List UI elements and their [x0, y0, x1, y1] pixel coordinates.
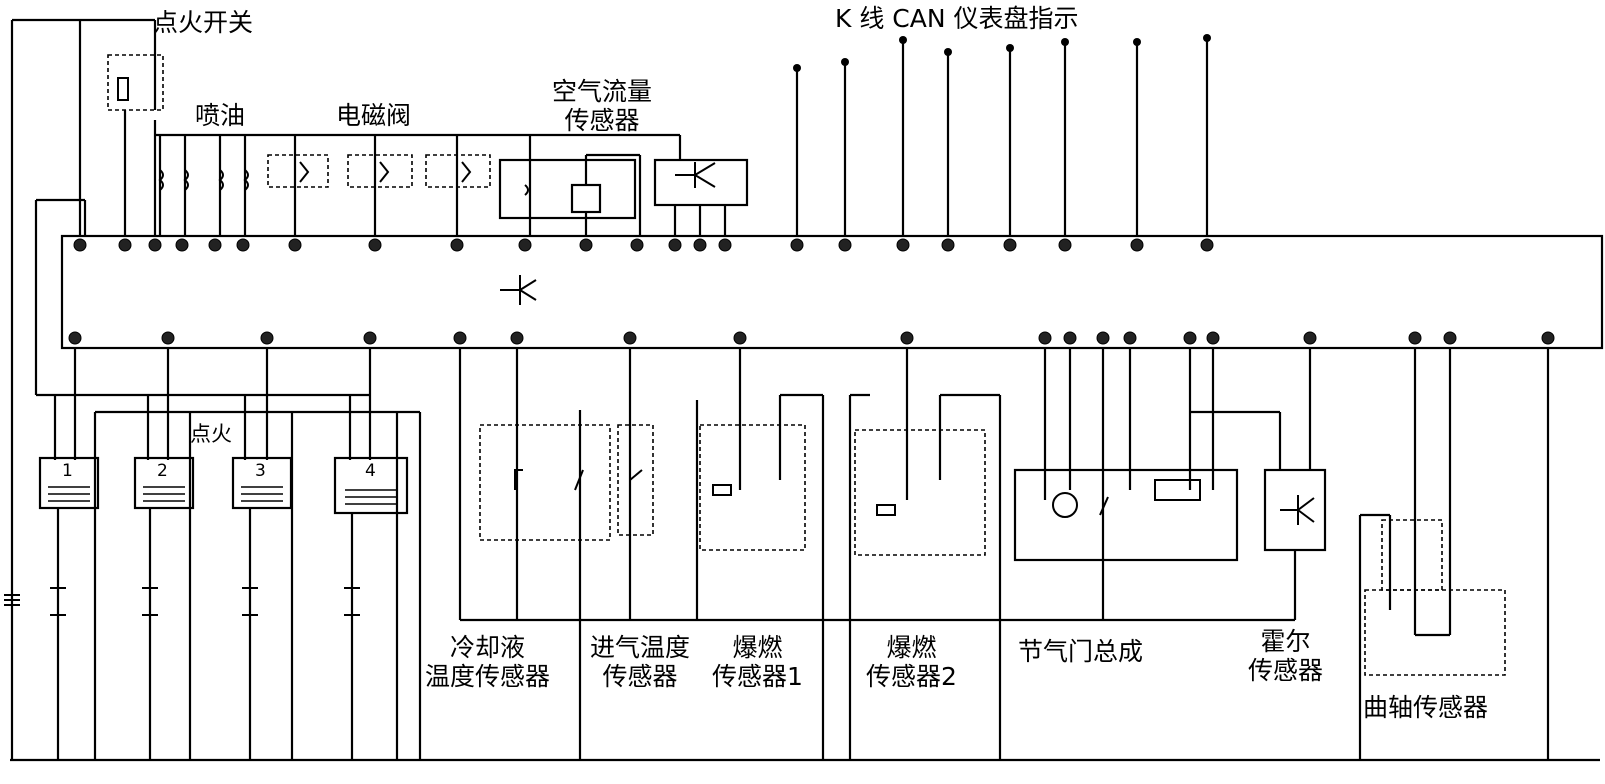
coil-number: 1 [62, 461, 73, 481]
coil-number: 2 [157, 461, 168, 481]
throttle-body-label: 节气门总成 [1018, 637, 1144, 666]
injection-label: 喷油 [195, 101, 246, 130]
air-flow-sensor-label: 空气流量 传感器 [552, 77, 653, 135]
hall-sensor-label: 霍尔 传感器 [1248, 627, 1324, 685]
throttle-body-box [1013, 468, 1239, 562]
solenoid-valve-label: 电磁阀 [336, 101, 412, 130]
knock-sensor-2-label: 爆燃 传感器2 [866, 633, 957, 691]
ecu-box [60, 234, 1604, 350]
intake-temp-sensor-label: 进气温度 传感器 [590, 633, 691, 691]
ignition-label: 点火 [190, 422, 232, 446]
knock-sensor-1-label: 爆燃 传感器1 [712, 633, 803, 691]
coil-number: 4 [365, 461, 376, 481]
crank-sensor-label: 曲轴传感器 [1363, 693, 1489, 722]
k-line-label: K 线 CAN 仪表盘指示 [835, 4, 1079, 33]
coil-number: 3 [255, 461, 266, 481]
ignition-switch-label: 点火开关 [153, 8, 254, 37]
coolant-temp-sensor-label: 冷却液 温度传感器 [425, 633, 551, 691]
